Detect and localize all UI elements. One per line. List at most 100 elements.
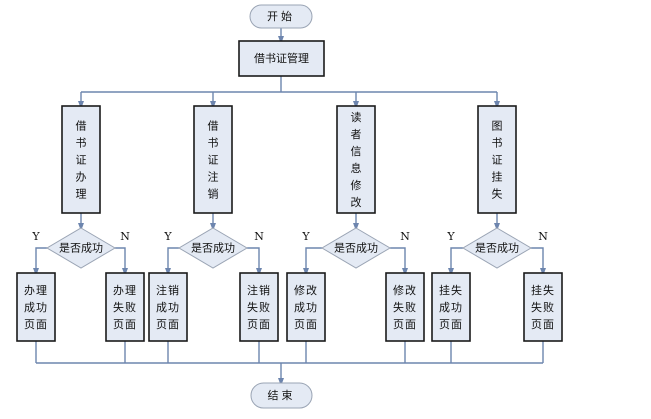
result-box-shape [148,272,188,342]
label-row: 页面 [393,318,417,331]
result-box-label: 修改成功页面 [294,283,318,331]
decision-shape [46,227,116,269]
start-terminal-shape [249,4,313,29]
branch-3-decision: 是否成功 [321,227,391,269]
label-char: 书 [76,137,87,150]
label-row: 失败 [531,300,555,314]
result-box-shape [385,272,425,342]
yes-label: Y [446,230,455,243]
branch-2-no-arrow [247,247,262,276]
process-box-shape [61,105,101,214]
branch-1-process-box: 借书证办理 [61,105,101,214]
label-row: 页面 [24,318,48,331]
label-char: 注 [208,170,219,184]
branch-4-fail-page-box: 挂失失败页面 [523,272,563,342]
decision-label: 是否成功 [191,242,235,255]
label-row: 页面 [294,318,318,331]
branch-4-process-box: 图书证挂失 [477,105,517,214]
root-box-label: 借书证管理 [254,51,309,65]
label-row: 失败 [113,300,137,314]
branch-3-yes-arrow [303,247,322,276]
result-box-label: 注销成功页面 [156,283,180,331]
decision-shape [178,227,248,269]
label-row: 成功 [439,301,463,314]
branch-4-decision: 是否成功 [462,227,532,269]
branch-4-no-arrow [531,247,546,276]
label-char: 修 [351,178,362,192]
label-row: 页面 [113,318,137,331]
label-row: 挂失 [531,283,555,297]
label-char: 失 [492,188,503,201]
branch-2-success-page-box: 注销成功页面 [148,272,188,342]
label-row: 注销 [156,283,180,297]
label-char: 证 [208,154,219,167]
end-terminal-shape [250,382,313,409]
branch-1-fail-page-box: 办理失败页面 [105,272,145,342]
label-row: 注销 [247,283,271,297]
label-char: 图 [492,120,503,133]
process-box-label: 图书证挂失 [492,120,503,201]
label-char: 书 [492,137,503,150]
process-box-label: 借书证办理 [76,120,87,201]
decision-label: 是否成功 [475,242,519,255]
process-box-shape [193,105,233,214]
decision-shape [321,227,391,269]
branch-2-decision: 是否成功 [178,227,248,269]
label-row: 修改 [393,283,417,297]
result-box-shape [16,272,56,342]
start-terminal-label: 开始 [267,9,295,23]
no-label: N [400,230,410,243]
end-terminal-label: 结束 [268,389,296,402]
label-row: 页面 [156,318,180,331]
process-box-shape [336,105,376,214]
decision-shape [462,227,532,269]
process-box-label: 借书证注销 [208,120,219,201]
label-row: 成功 [294,301,318,314]
decision-label: 是否成功 [59,242,103,255]
label-row: 修改 [294,283,318,297]
label-row: 页面 [247,318,271,331]
branch-3-success-page-box: 修改成功页面 [286,272,326,342]
label-row: 办理 [113,284,137,297]
yes-label: Y [31,230,40,243]
label-row: 成功 [24,301,48,314]
label-char: 息 [351,161,362,175]
result-box-label: 挂失失败页面 [531,283,555,331]
branch-2-fail-page-box: 注销失败页面 [239,272,279,342]
label-char: 理 [76,188,87,201]
decision-label: 是否成功 [334,242,378,255]
label-char: 借 [76,120,87,133]
process-box-label: 读者信息修改 [351,110,362,209]
branch-1-decision: 是否成功 [46,227,116,269]
label-row: 办理 [24,284,48,297]
branch-3-fail-page-box: 修改失败页面 [385,272,425,342]
no-label: N [538,230,548,243]
no-label: N [254,230,264,243]
result-box-label: 注销失败页面 [247,283,271,331]
result-box-shape [105,272,145,342]
start-terminal: 开始 [249,4,313,29]
label-char: 证 [76,154,87,167]
label-char: 改 [351,195,362,209]
root-box-shape [238,40,325,77]
branch-1-yes-arrow [33,247,47,276]
label-row: 挂失 [439,283,463,297]
result-box-label: 挂失成功页面 [439,283,463,331]
label-row: 页面 [531,318,555,331]
label-char: 借 [208,120,219,133]
branch-1-success-page-box: 办理成功页面 [16,272,56,342]
result-box-label: 办理失败页面 [113,284,137,331]
branch-2-yes-arrow [165,247,179,276]
yes-label: Y [301,230,310,243]
branch-3-no-arrow [390,247,408,276]
label-char: 挂 [492,170,503,184]
label-char: 读 [351,110,362,124]
result-box-label: 办理成功页面 [24,284,48,331]
label-row: 成功 [156,301,180,314]
result-box-shape [523,272,563,342]
label-char: 办 [76,171,87,184]
branch-2-process-box: 借书证注销 [193,105,233,214]
no-label: N [120,230,130,243]
branch-4-yes-arrow [448,247,463,276]
label-row: 失败 [393,300,417,314]
